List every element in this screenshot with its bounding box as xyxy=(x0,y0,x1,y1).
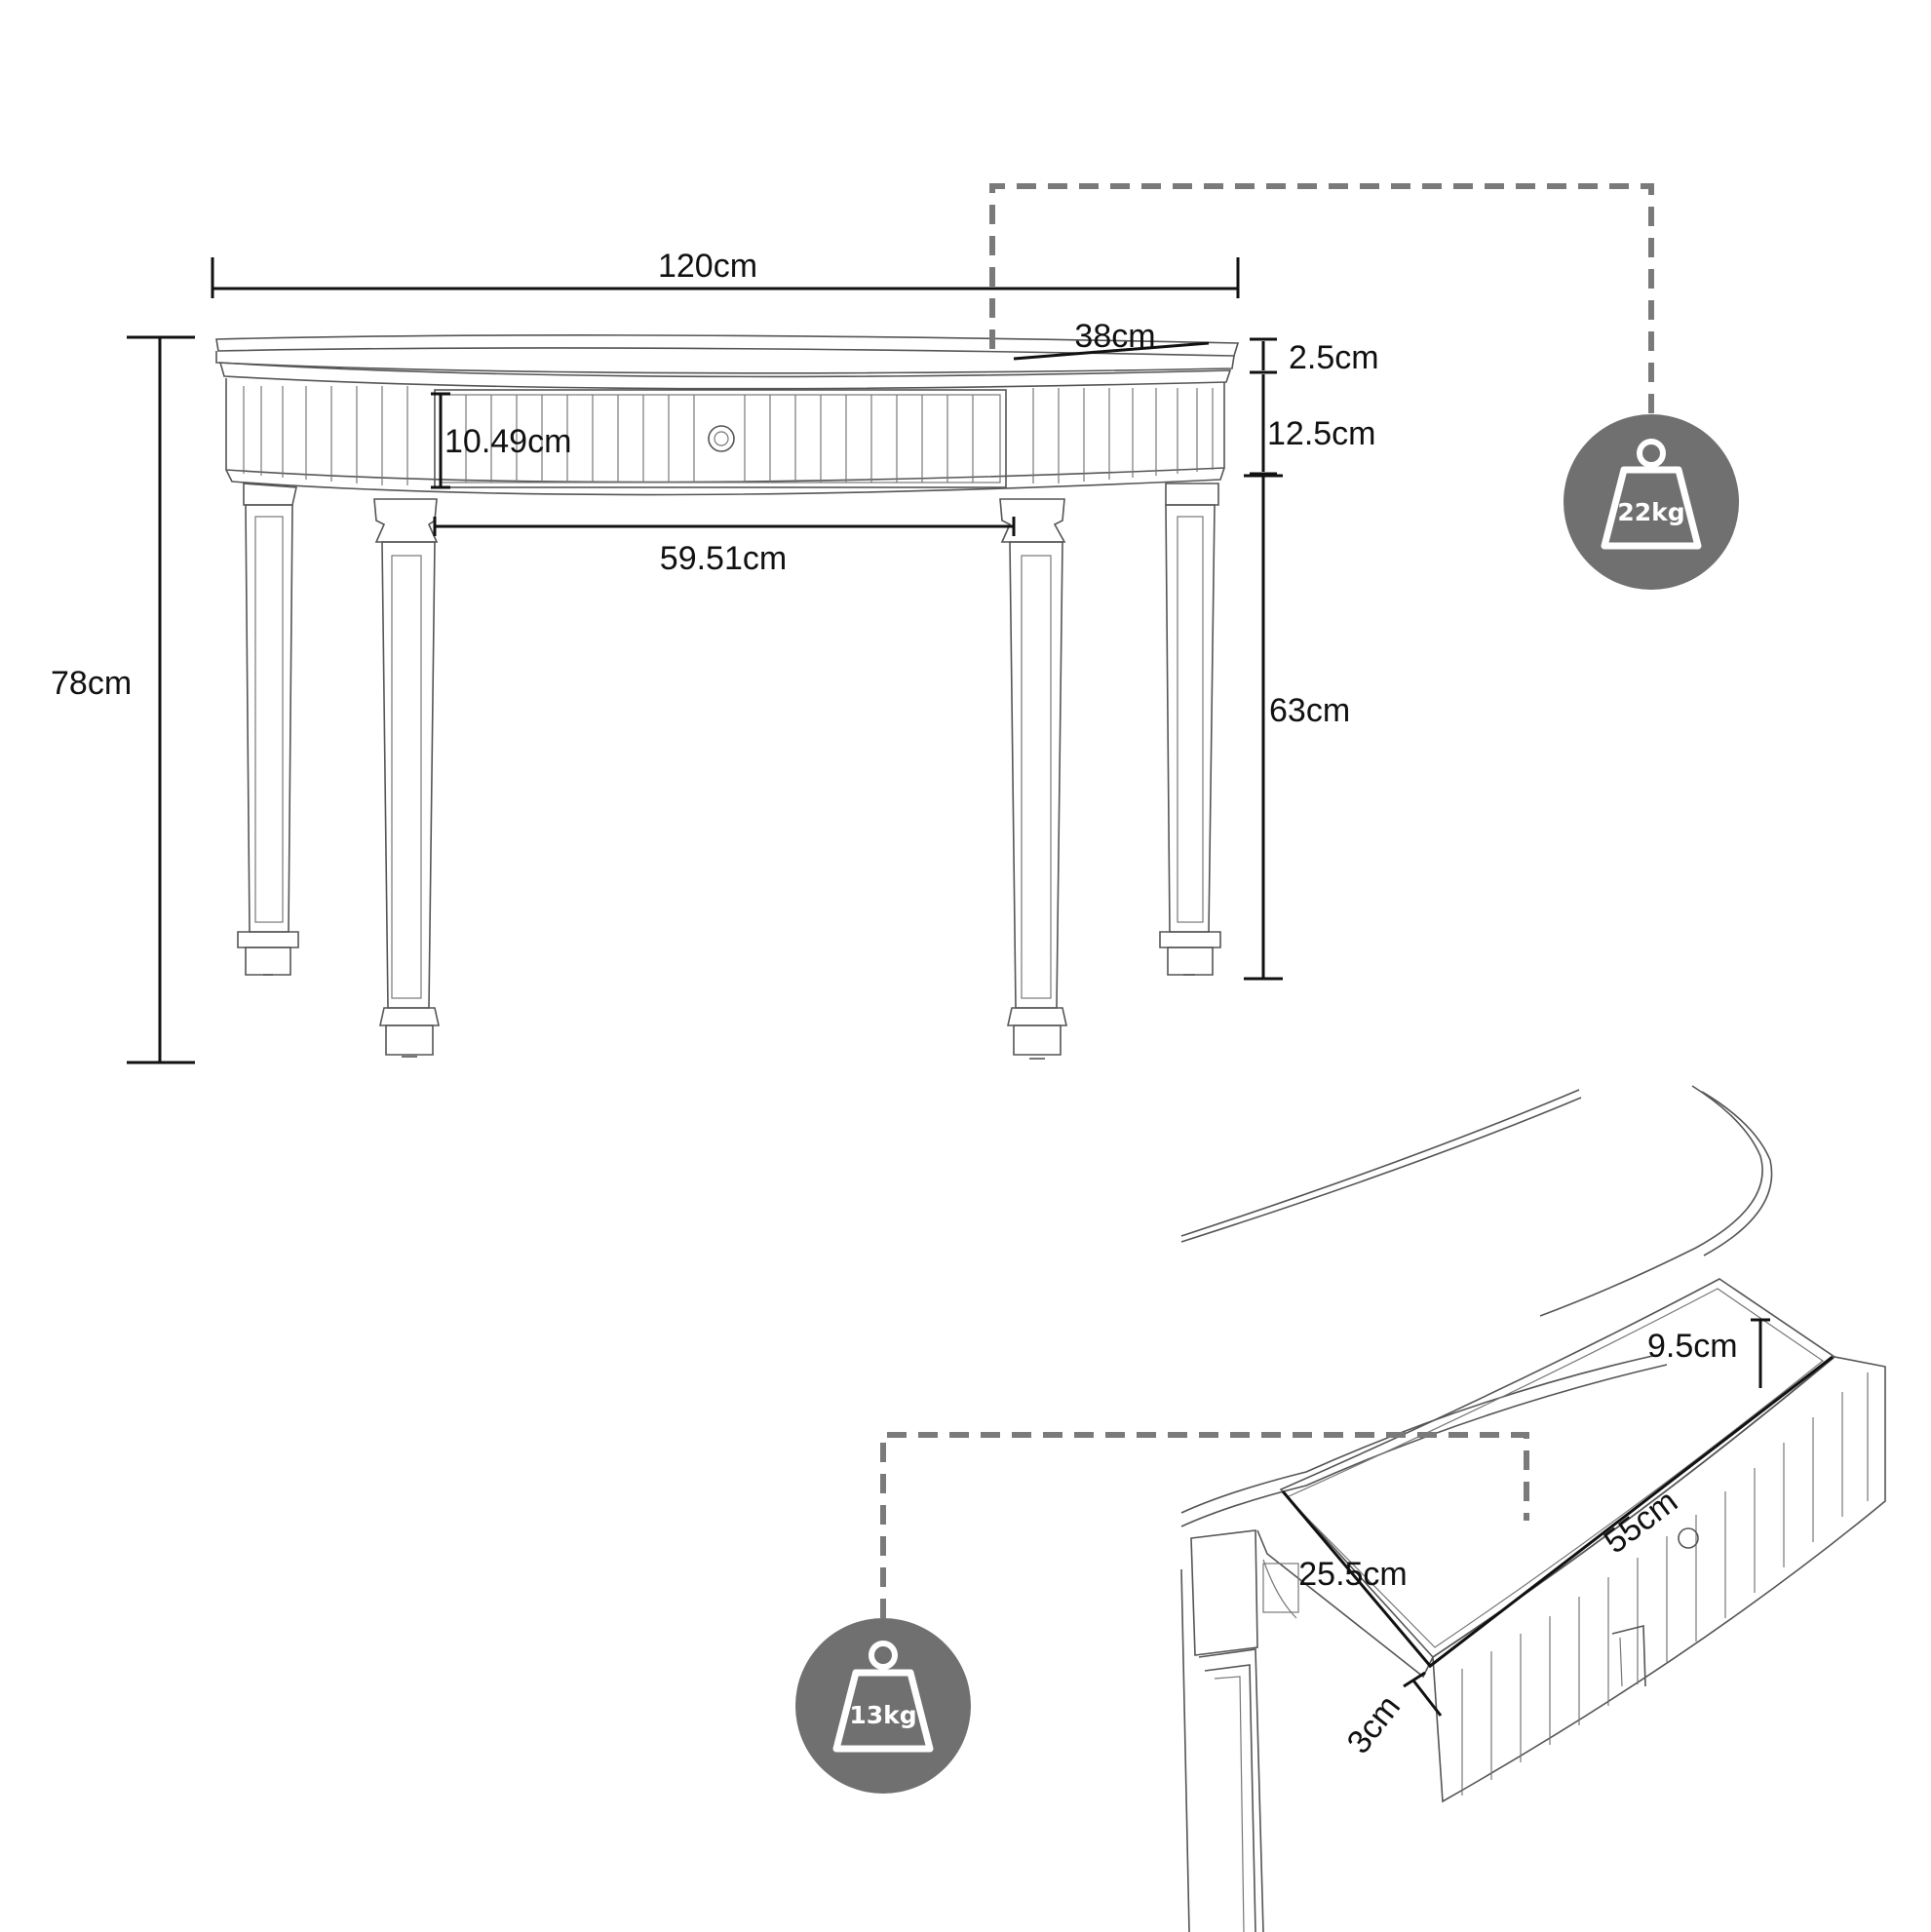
drawer-front-height-label: 10.49cm xyxy=(444,423,571,460)
table-weight-label: 22kg xyxy=(1617,498,1684,526)
drawer-weight-callout: 13kg xyxy=(795,1432,1529,1794)
leg-spacing-dimension: 59.51cm xyxy=(433,517,1016,577)
drawer-front-height-dimension: 10.49cm xyxy=(431,392,571,489)
top-thickness-label: 2.5cm xyxy=(1289,339,1379,376)
top-thickness-dimension: 2.5cm xyxy=(1250,337,1379,376)
apron-height-label: 12.5cm xyxy=(1267,415,1376,452)
drawer-width-label: 25.5cm xyxy=(1298,1556,1408,1593)
depth-label: 38cm xyxy=(1074,318,1155,355)
drawer-wall-label: 3cm xyxy=(1340,1688,1408,1760)
apron-height-dimension: 12.5cm xyxy=(1250,370,1376,476)
drawer-depth-dimension: 9.5cm xyxy=(1647,1318,1770,1388)
drawer-weight-label: 13kg xyxy=(849,1701,916,1729)
width-label: 120cm xyxy=(658,248,757,285)
open-drawer-detail-drawing xyxy=(1180,1085,1886,1932)
depth-dimension: 38cm xyxy=(1013,318,1210,361)
drawer-wall-dimension: 3cm xyxy=(1340,1671,1443,1760)
leg-height-label: 63cm xyxy=(1269,692,1350,729)
drawer-width-dimension: 25.5cm xyxy=(1281,1490,1433,1668)
table-weight-callout: 22kg xyxy=(989,183,1739,590)
leg-spacing-label: 59.51cm xyxy=(660,540,787,577)
drawer-length-label: 55cm xyxy=(1598,1483,1684,1561)
console-table-front-drawing xyxy=(215,334,1240,1060)
leg-height-dimension: 63cm xyxy=(1244,474,1350,981)
total-height-label: 78cm xyxy=(51,665,132,702)
weight-icon xyxy=(1601,439,1702,550)
width-dimension: 120cm xyxy=(211,248,1240,298)
drawer-depth-label: 9.5cm xyxy=(1647,1328,1738,1365)
total-height-dimension: 78cm xyxy=(51,335,195,1064)
weight-icon xyxy=(832,1641,934,1753)
